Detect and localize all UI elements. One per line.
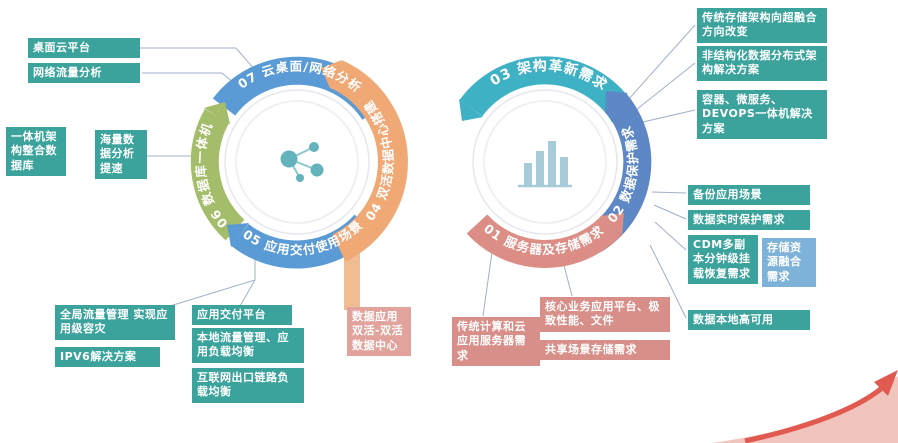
arc-06	[190, 109, 245, 241]
callout-ipv6: IPV6解决方案	[55, 347, 160, 368]
callout-container-devops: 容器、微服务、DEVOPS一体机解决方案	[697, 90, 827, 139]
callout-local-traffic: 本地流量管理、应用负载均衡	[192, 328, 304, 363]
callout-app-delivery: 应用交付平台	[192, 305, 292, 326]
bar-chart-icon	[518, 141, 572, 188]
callout-appliance-arch: 一体机架构整合数据库	[6, 127, 66, 176]
connector-storage-hci	[627, 24, 696, 101]
swoosh-decoration	[712, 370, 898, 443]
arrowhead-04	[321, 60, 342, 88]
right-inner-ring	[472, 89, 618, 235]
callout-realtime-protect: 数据实时保护需求	[688, 210, 810, 231]
callout-dual-active: 数据应用双活-双活数据中心	[347, 307, 411, 356]
callout-network-traffic: 网络流量分析	[28, 63, 140, 84]
callout-storage-fusion: 存储资源融合需求	[762, 238, 816, 287]
molecule-icon	[280, 142, 324, 182]
connector-unstructured	[635, 62, 696, 111]
callout-internet-egress: 互联网出口链路负载均衡	[192, 368, 304, 403]
callout-shared-storage: 共享场景存储需求	[540, 340, 670, 361]
connector-realtime-protect	[653, 204, 687, 220]
connector-local-ha	[649, 244, 687, 319]
callout-desktop-cloud: 桌面云平台	[28, 38, 140, 59]
callout-mass-data: 海量数据分析提速	[95, 130, 147, 179]
right-ring: 03 架构革新需求 02 数据保护需求 01 服务器及存储需求	[459, 56, 652, 268]
arrowhead-01	[600, 213, 624, 236]
callout-core-business: 核心业务应用平台、极致性能、文件	[540, 297, 670, 332]
arrowhead-05	[227, 223, 249, 247]
arrowhead-06	[204, 102, 230, 124]
callout-traditional-compute: 传统计算和云应用服务器需求	[452, 317, 540, 366]
connector-backup	[651, 191, 687, 194]
connector-dual-active-band	[344, 250, 360, 310]
left-ring: 07 云桌面/网络分析 06 数据库一体机 05 应用交付使用场景 04 双活数…	[190, 56, 408, 269]
connector-global-traffic	[169, 252, 256, 307]
connector-lines	[140, 24, 696, 319]
callout-backup: 备份应用场景	[688, 185, 810, 206]
connector-cdm	[654, 221, 687, 251]
swoosh-red-curve	[744, 386, 884, 443]
swoosh-pink-shape	[712, 376, 898, 443]
callout-local-ha: 数据本地高可用	[688, 310, 810, 331]
arc-04	[329, 60, 408, 262]
arrowhead-03	[459, 99, 483, 121]
left-inner-ring	[224, 89, 370, 235]
connector-container-devops	[642, 109, 696, 123]
arrowhead-02	[605, 91, 628, 113]
arc-01	[466, 214, 622, 268]
swoosh-arrowhead-icon	[874, 370, 898, 396]
connector-app-delivery	[239, 279, 256, 307]
right-center-disc	[483, 100, 607, 224]
connector-traditional-compute	[482, 251, 493, 317]
callout-unstructured: 非结构化数据分布式架构解决方案	[697, 46, 827, 81]
callout-cdm: CDM多副本分钟级挂载恢复需求	[688, 235, 758, 284]
callout-storage-hci: 传统存储架构向超融合方向改变	[697, 8, 827, 43]
callout-global-traffic: 全局流量管理 实现应用级容灾	[55, 305, 175, 340]
